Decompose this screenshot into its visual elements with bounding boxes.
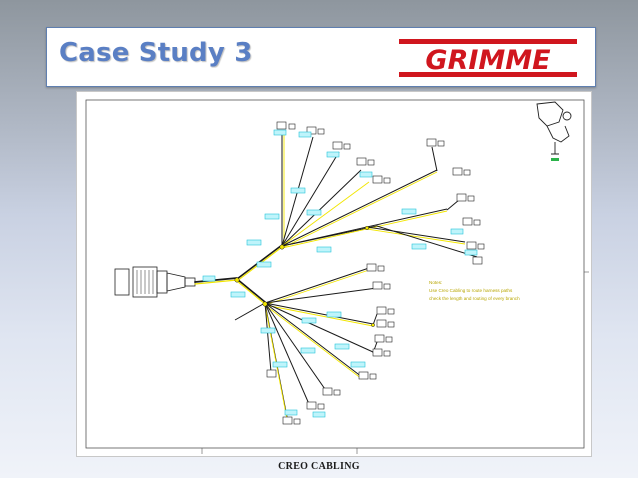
drawing-note-3: check the length and routing of every br… [429,296,520,301]
drawing-note-2: Use Creo Cabling to route harness paths [429,288,513,293]
branch-connectors-upper [276,121,485,265]
main-connector-icon [114,266,196,298]
slide-title: Case Study 3 [59,38,253,68]
upper-branches [281,134,478,258]
lower-branches [234,266,378,420]
cable-harness-drawing: Notes: Use Creo Cabling to route harness… [76,91,592,457]
logo-wordmark: GRIMME [425,45,551,76]
splice-points [234,225,375,327]
drawing-frame [85,99,585,449]
branch-connectors-lower [266,263,395,425]
wire-labels [202,129,478,418]
grimme-logo: GRIMME [399,39,577,77]
footer-caption: CREO CABLING [278,461,360,472]
harness-svg: Notes: Use Creo Cabling to route harness… [85,99,589,454]
orientation-sketch [536,101,572,161]
header-banner: Case Study 3 GRIMME [46,27,596,87]
drawing-note-1: Notes: [429,280,442,285]
